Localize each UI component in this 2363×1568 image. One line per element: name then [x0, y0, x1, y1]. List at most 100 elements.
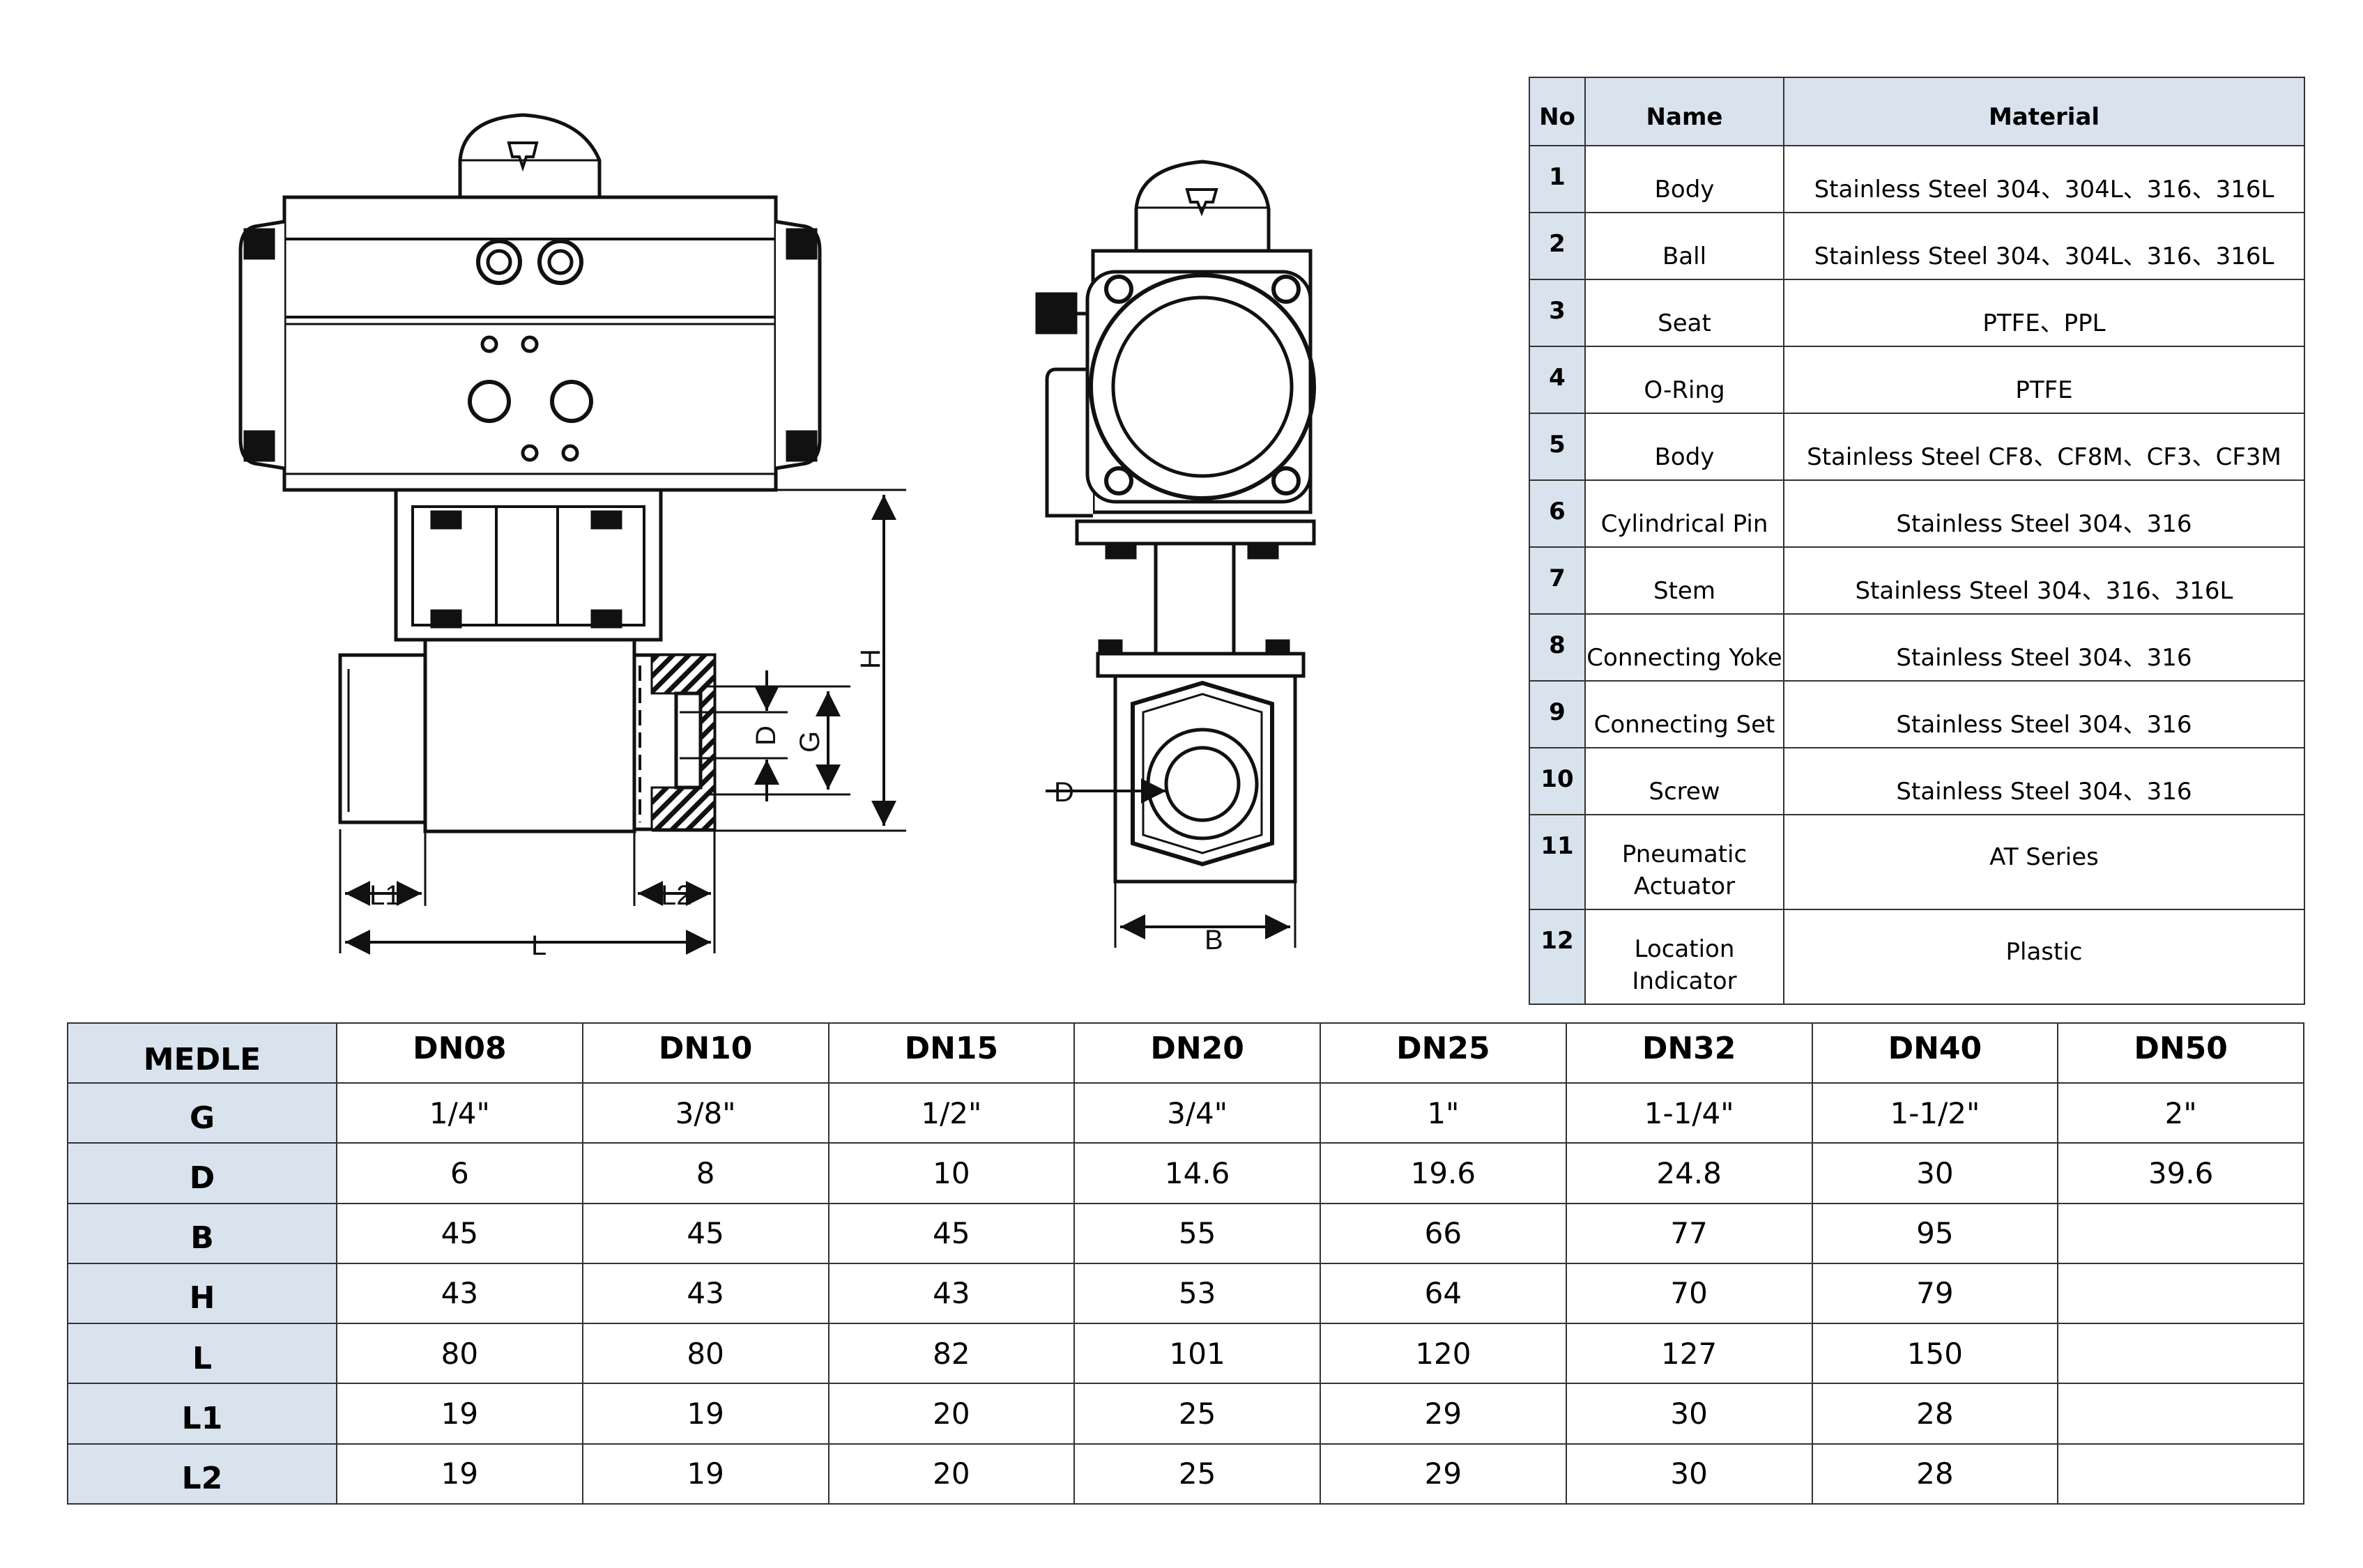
- parts-cell-material: PTFE、PPL: [1783, 279, 2305, 347]
- dimension-value-cell: 3/8": [581, 1082, 829, 1144]
- dimension-label-d-side: D: [1054, 777, 1074, 808]
- dimension-value-cell: 45: [336, 1202, 583, 1264]
- parts-cell-name: Pneumatic Actuator: [1584, 814, 1784, 910]
- valve-technical-drawing: H D G L1 L2 L: [238, 113, 1316, 961]
- dimension-value-cell: 70: [1565, 1262, 1813, 1325]
- dimension-label-b: B: [1205, 925, 1223, 955]
- dimension-value-cell: 101: [1073, 1323, 1321, 1385]
- side-view: [1035, 160, 1316, 948]
- dimension-value-cell: 1-1/2": [1811, 1082, 2059, 1144]
- parts-cell-name: O-Ring: [1584, 346, 1784, 414]
- parts-cell-no: 7: [1529, 546, 1586, 615]
- dimension-value-cell: 45: [827, 1202, 1076, 1264]
- dimension-value-cell: 2": [2057, 1082, 2304, 1144]
- dimension-value-cell: 30: [1811, 1142, 2059, 1204]
- dimension-value-cell: 95: [1811, 1202, 2059, 1264]
- parts-cell-name: Connecting Yoke: [1584, 613, 1784, 682]
- parts-cell-name: Location Indicator: [1584, 909, 1784, 1005]
- parts-cell-no: 1: [1529, 145, 1586, 213]
- parts-cell-name: Seat: [1584, 279, 1784, 347]
- dimension-value-cell: 55: [1073, 1202, 1321, 1264]
- parts-cell-no: 11: [1529, 814, 1586, 910]
- parts-cell-material: AT Series: [1783, 814, 2305, 910]
- dimension-header-cell: DN40: [1811, 1022, 2059, 1084]
- dimension-value-cell: 77: [1565, 1202, 1813, 1264]
- parts-cell-material: Stainless Steel 304、304L、316、316L: [1783, 145, 2305, 213]
- dimension-row-label: G: [67, 1082, 337, 1144]
- parts-cell-material: Stainless Steel 304、316、316L: [1783, 546, 2305, 615]
- parts-cell-material: Stainless Steel CF8、CF8M、CF3、CF3M: [1783, 413, 2305, 481]
- dimension-row-label: L2: [67, 1443, 337, 1505]
- dimension-value-cell: [2057, 1383, 2304, 1445]
- dimension-value-cell: 20: [827, 1443, 1076, 1505]
- parts-cell-no: 12: [1529, 909, 1586, 1005]
- dimension-value-cell: 80: [336, 1323, 583, 1385]
- dimension-value-cell: 150: [1811, 1323, 2059, 1385]
- dimension-value-cell: 79: [1811, 1262, 2059, 1325]
- dimension-value-cell: 6: [336, 1142, 583, 1204]
- dimension-value-cell: 19: [336, 1443, 583, 1505]
- dimension-header-cell: DN32: [1565, 1022, 1813, 1084]
- dimension-value-cell: 45: [581, 1202, 829, 1264]
- dimension-value-cell: 30: [1565, 1443, 1813, 1505]
- dimension-header-cell: DN08: [336, 1022, 583, 1084]
- parts-cell-no: 5: [1529, 413, 1586, 481]
- dimension-value-cell: 1": [1320, 1082, 1567, 1144]
- dimension-value-cell: 39.6: [2057, 1142, 2304, 1204]
- parts-cell-no: 6: [1529, 479, 1586, 548]
- dimension-value-cell: 80: [581, 1323, 829, 1385]
- dimension-label-l2: L2: [661, 880, 692, 911]
- dimension-value-cell: [2057, 1323, 2304, 1385]
- dimension-labels-side: D B: [1054, 777, 1223, 955]
- dimension-row-label: L: [67, 1323, 337, 1385]
- dimension-row-label: D: [67, 1142, 337, 1204]
- parts-cell-name: Connecting Set: [1584, 680, 1784, 748]
- dimension-value-cell: 127: [1565, 1323, 1813, 1385]
- parts-header-material: Material: [1783, 77, 2305, 146]
- parts-cell-material: Plastic: [1783, 909, 2305, 1005]
- dimension-value-cell: [2057, 1262, 2304, 1325]
- dimension-label-d: D: [751, 725, 781, 746]
- dimension-header-cell: DN50: [2057, 1022, 2304, 1084]
- dimension-value-cell: 120: [1320, 1323, 1567, 1385]
- dimension-value-cell: 20: [827, 1383, 1076, 1445]
- parts-cell-material: Stainless Steel 304、316: [1783, 747, 2305, 815]
- dimension-value-cell: 30: [1565, 1383, 1813, 1445]
- parts-cell-material: Stainless Steel 304、316: [1783, 613, 2305, 682]
- parts-cell-no: 10: [1529, 747, 1586, 815]
- dimension-label-g: G: [795, 731, 825, 753]
- dimension-value-cell: 1/2": [827, 1082, 1076, 1144]
- parts-cell-name: Stem: [1584, 546, 1784, 615]
- dimension-value-cell: 43: [581, 1262, 829, 1325]
- dimension-value-cell: 66: [1320, 1202, 1567, 1264]
- dimension-header-cell: DN20: [1073, 1022, 1321, 1084]
- dimension-label-l: L: [531, 930, 546, 961]
- dimension-value-cell: 8: [581, 1142, 829, 1204]
- parts-cell-material: Stainless Steel 304、316: [1783, 680, 2305, 748]
- parts-cell-material: Stainless Steel 304、304L、316、316L: [1783, 212, 2305, 280]
- dimension-corner-label: MEDLE: [67, 1022, 337, 1084]
- dimension-header-cell: DN15: [827, 1022, 1076, 1084]
